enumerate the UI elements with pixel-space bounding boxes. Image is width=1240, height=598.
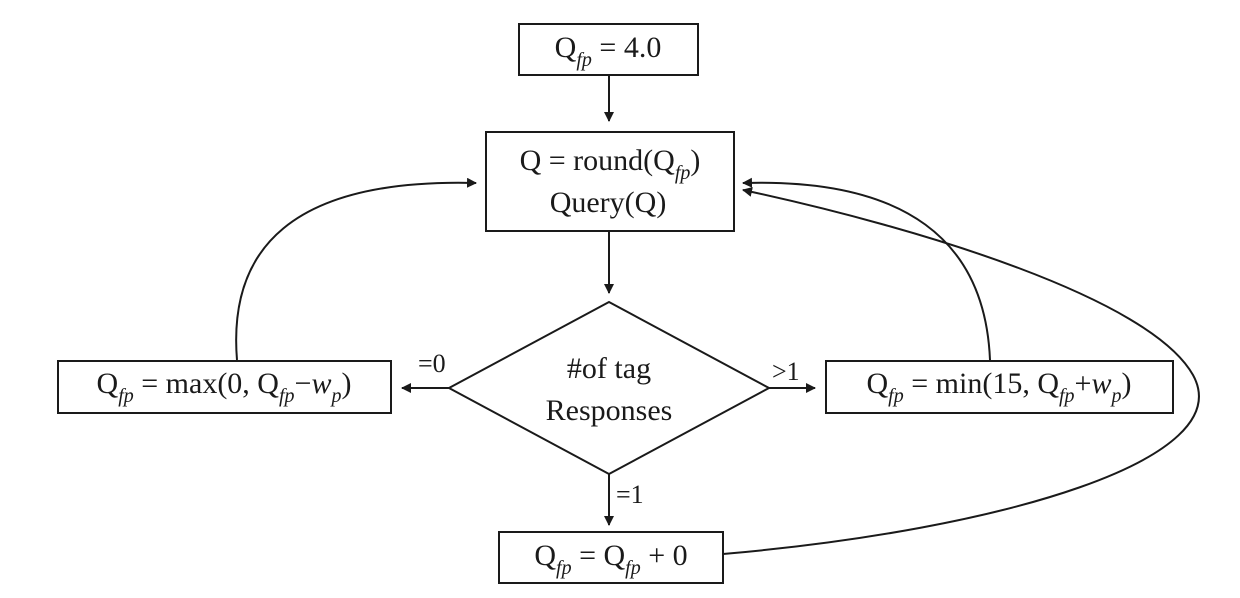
node-increase: Qfp = min(15, Qfp+wp) [825,360,1174,414]
increase-w: w [1091,367,1111,400]
increase-tail: ) [1121,367,1131,400]
decrease-p-subscript: p [329,385,341,407]
decrease-w: w [311,367,331,400]
increase-plus: + [1075,367,1092,400]
same-tail: + 0 [641,539,688,572]
query-line1-tail: ) [690,144,700,177]
node-decision: #of tag Responses [446,300,772,476]
increase-mid: = min(15, Q [904,367,1060,400]
init-fp-subscript: fp [576,49,592,71]
query-line1-head: Q = round(Q [520,144,676,177]
node-same: Qfp = Qfp + 0 [498,531,724,584]
query-line2: Query(Q) [550,186,667,219]
increase-q: Q [867,367,889,400]
decrease-fp2-subscript: fp [279,385,295,407]
svg-text:Qfp = 4.0: Qfp = 4.0 [555,31,662,71]
node-query: Q = round(Qfp) Query(Q) [485,131,735,232]
edge-label-more: >1 [772,357,800,386]
query-fp-subscript: fp [675,162,691,184]
decrease-fp-subscript: fp [118,385,134,407]
same-fp2-subscript: fp [625,557,641,579]
init-value: = 4.0 [592,31,661,64]
decrease-minus: − [295,367,312,400]
edge-increase-to-query [742,177,991,361]
decrease-mid: = max(0, Q [134,367,280,400]
svg-text:Q = round(Qfp): Q = round(Qfp) [520,144,701,184]
increase-p-subscript: p [1109,385,1121,407]
same-q: Q [534,539,556,572]
increase-fp-subscript: fp [888,385,904,407]
decrease-tail: ) [341,367,351,400]
node-decrease: Qfp = max(0, Qfp−wp) [57,360,392,414]
svg-text:Qfp = max(0, Qfp−wp): Qfp = max(0, Qfp−wp) [97,367,352,407]
same-mid: = Q [572,539,626,572]
decision-line2: Responses [546,394,673,427]
edges [235,76,1200,555]
same-fp-subscript: fp [556,557,572,579]
edge-label-zero: =0 [418,349,446,378]
decrease-q: Q [97,367,119,400]
increase-fp2-subscript: fp [1059,385,1075,407]
edge-same-to-query [722,187,1200,555]
svg-text:Qfp = Qfp + 0: Qfp = Qfp + 0 [534,539,687,579]
init-q: Q [555,31,577,64]
edge-decrease-to-query [235,177,477,361]
node-init: Qfp = 4.0 [518,23,699,76]
edge-label-one: =1 [616,480,644,509]
svg-text:Qfp = min(15, Qfp+wp): Qfp = min(15, Qfp+wp) [867,367,1132,407]
decision-line1: #of tag [567,352,651,385]
